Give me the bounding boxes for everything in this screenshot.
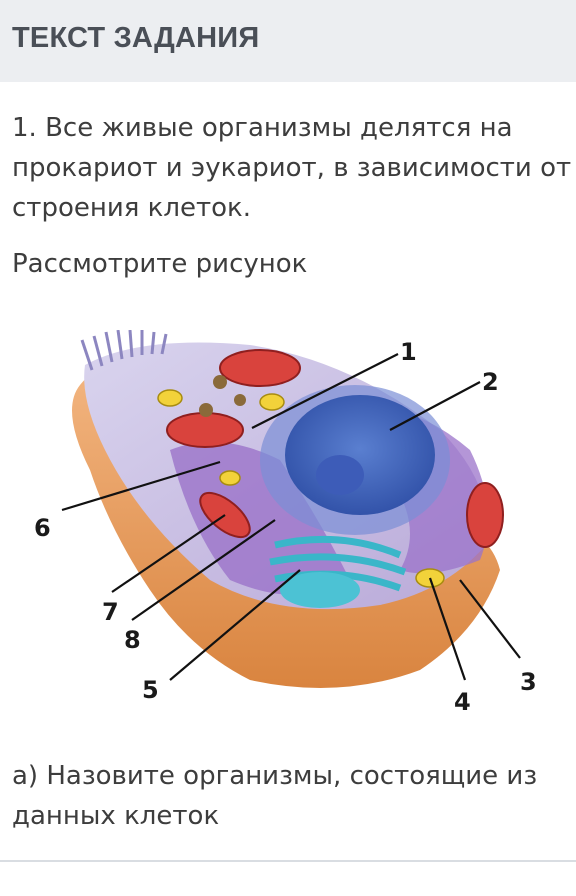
label-7: 7 (102, 598, 119, 626)
label-2: 2 (482, 368, 499, 396)
label-6: 6 (34, 514, 51, 542)
question-a: а) Назовите организмы, состоящие из данн… (12, 761, 538, 831)
task-header: ТЕКСТ ЗАДАНИЯ (0, 0, 576, 82)
label-1: 1 (400, 338, 417, 366)
divider (0, 860, 576, 862)
header-title: ТЕКСТ ЗАДАНИЯ (12, 22, 260, 54)
animal-cell-diagram-icon: 1 2 3 4 5 6 7 8 (34, 329, 537, 716)
cell-diagram: 1 2 3 4 5 6 7 8 (20, 329, 560, 730)
task-instruction: Рассмотрите рисунок (12, 249, 308, 279)
label-4: 4 (454, 688, 471, 716)
label-5: 5 (142, 676, 159, 704)
task-paragraph: 1. Все живые организмы делятся на прокар… (12, 113, 572, 223)
label-3: 3 (520, 668, 537, 696)
label-8: 8 (124, 626, 141, 654)
